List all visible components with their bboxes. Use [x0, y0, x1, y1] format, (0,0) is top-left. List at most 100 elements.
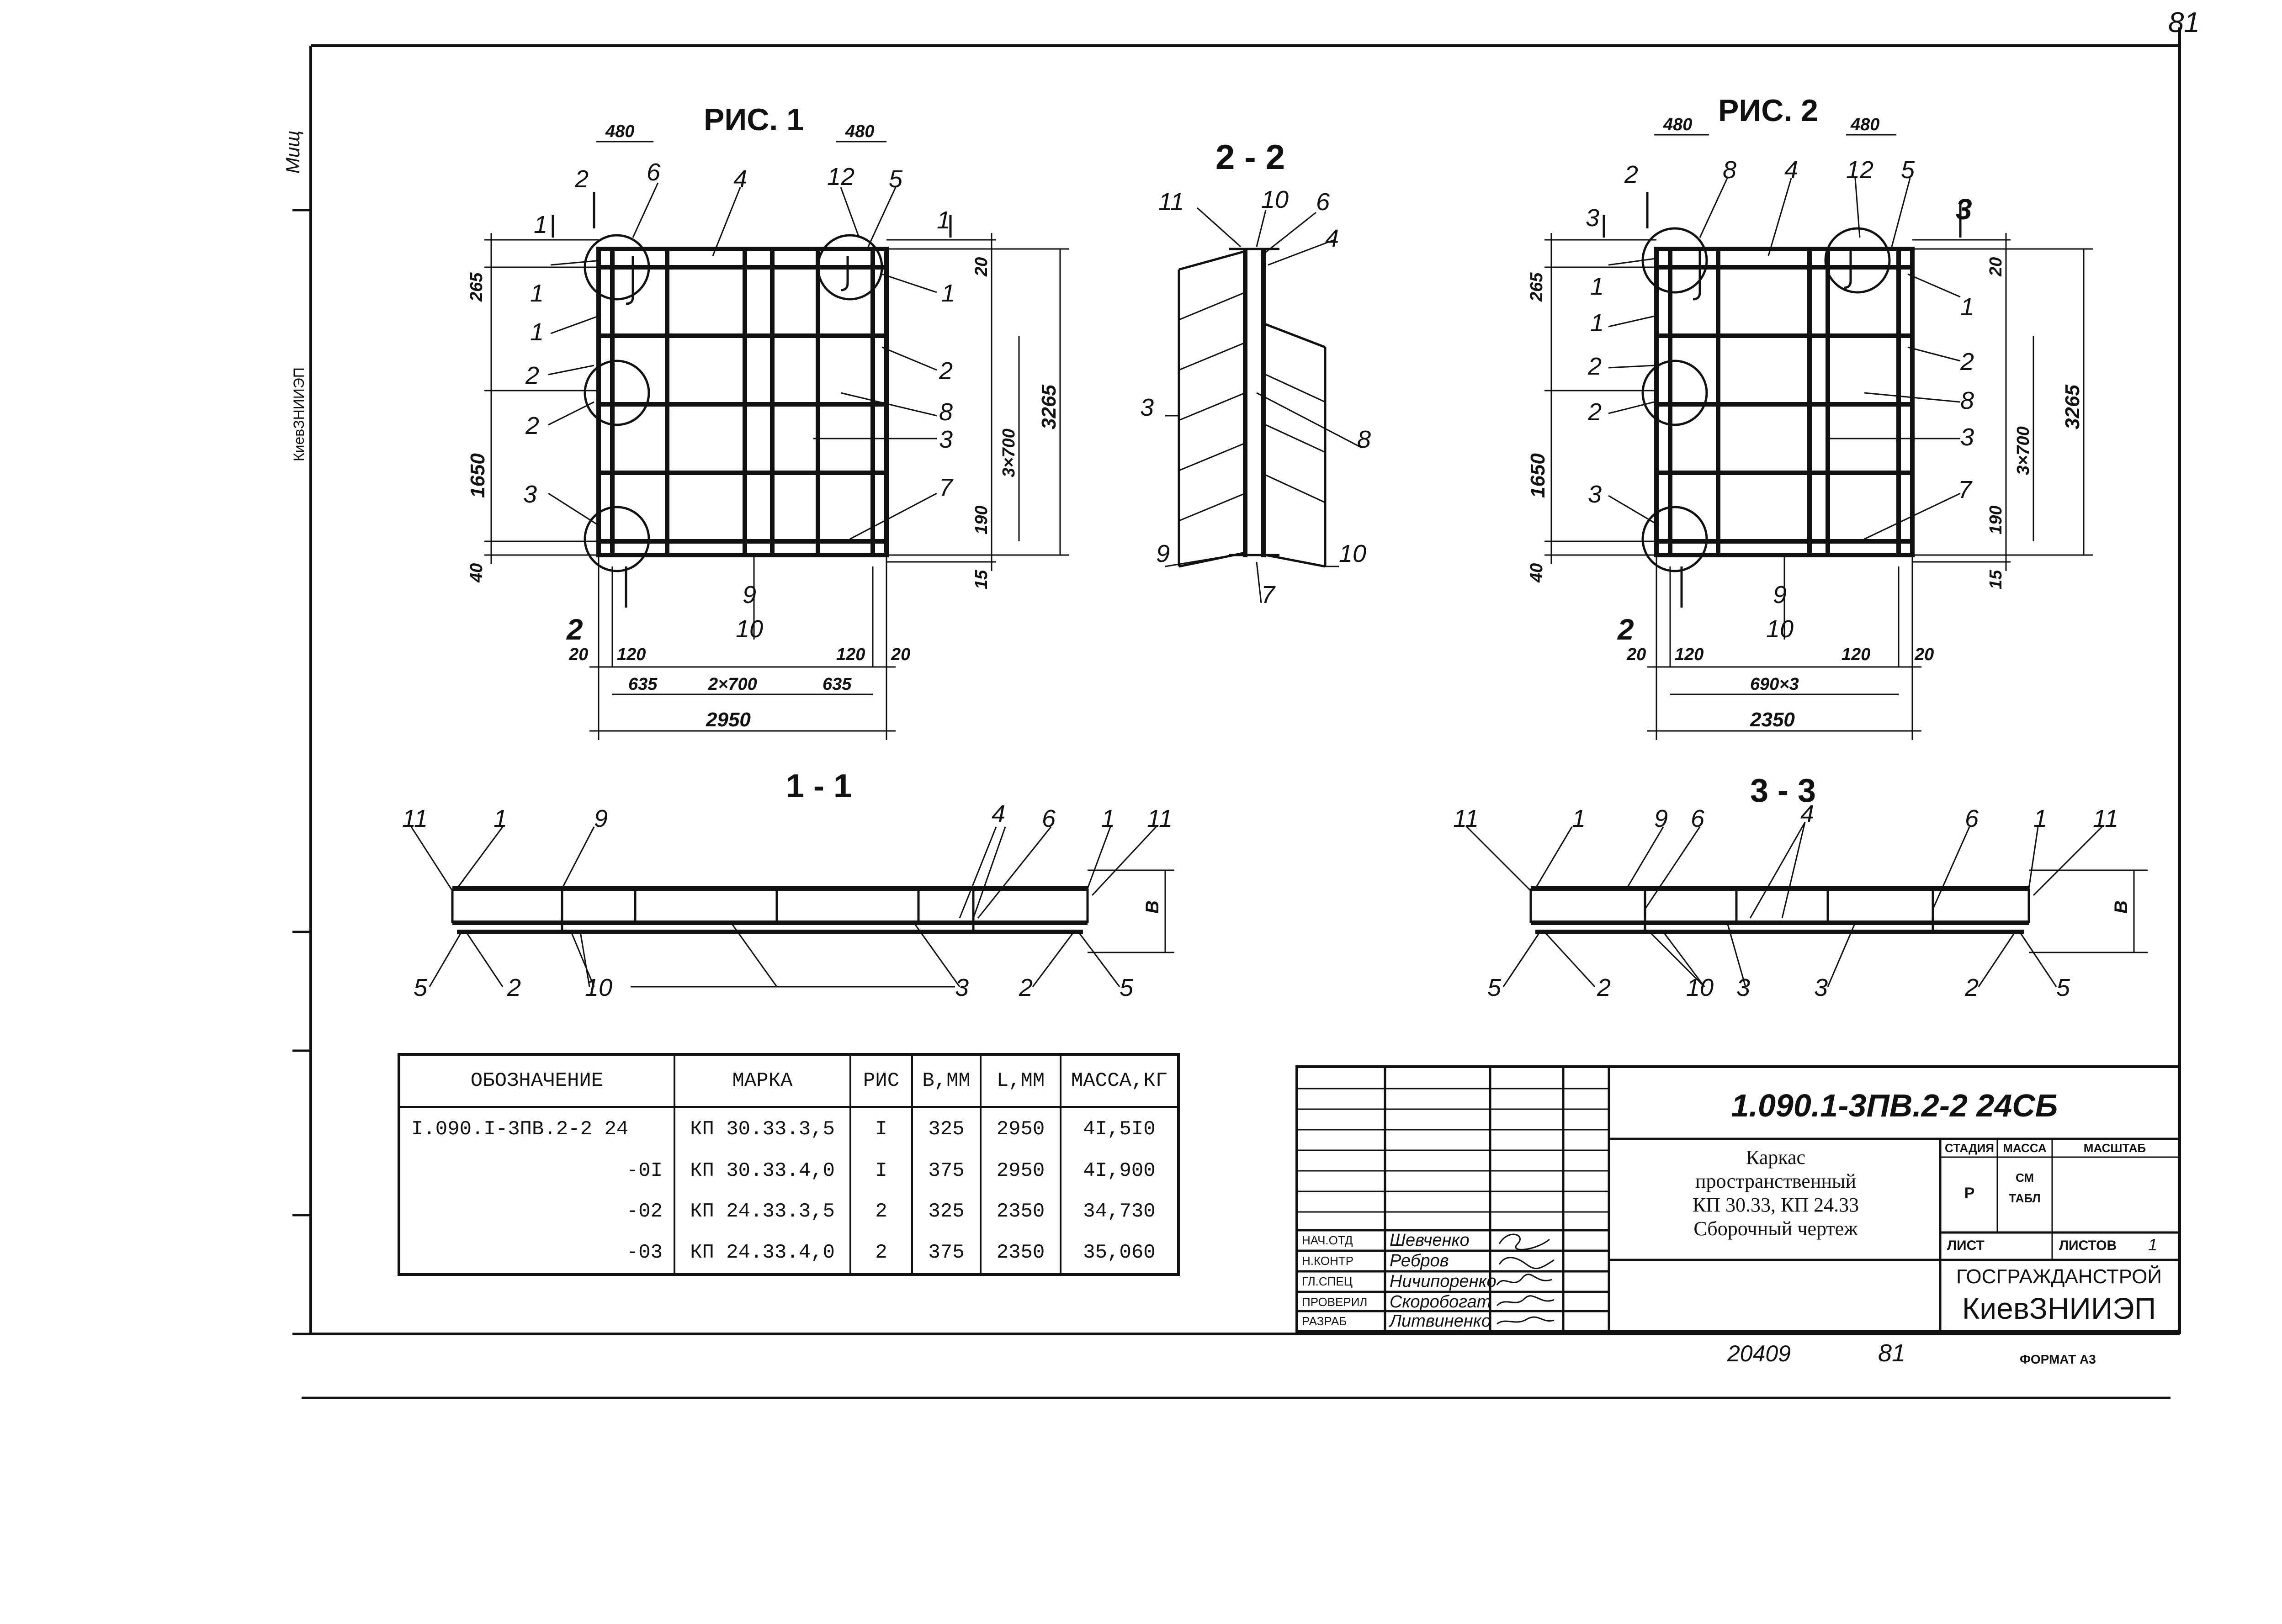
spec-cell: 2950 [980, 1150, 1061, 1191]
spec-col-fig: РИС [849, 1056, 912, 1108]
svg-text:1: 1 [530, 318, 544, 346]
figure-1-title: РИС. 1 [704, 102, 804, 137]
svg-text:1: 1 [941, 280, 955, 307]
svg-text:3: 3 [1960, 423, 1974, 451]
margin-signature: Мищ [282, 131, 303, 174]
spec-cell: 4I,5I0 [1060, 1107, 1177, 1150]
svg-text:11: 11 [1453, 805, 1479, 832]
figure-2: РИС. 2 [1527, 93, 2093, 740]
svg-text:2: 2 [1964, 974, 1979, 1001]
svg-text:3: 3 [1586, 204, 1599, 232]
spec-header-row: ОБОЗНАЧЕНИЕ МАРКА РИС B,ММ L,ММ МАССА,КГ [400, 1056, 1177, 1108]
margin-archive-text: КиевЗНИИЭП [291, 367, 307, 461]
svg-text:2: 2 [1617, 613, 1634, 646]
svg-text:2: 2 [1587, 398, 1602, 426]
fig1-dim-480b: 480 [845, 122, 874, 141]
fig1-dim-3265: 3265 [1038, 385, 1060, 429]
spec-cell: 2350 [980, 1232, 1061, 1273]
svg-text:8: 8 [1723, 156, 1736, 184]
spec-cell: I [849, 1107, 912, 1150]
svg-text:5: 5 [1120, 974, 1134, 1001]
signatures [1496, 1233, 1555, 1325]
section-3-3-title: 3 - 3 [1750, 772, 1816, 809]
svg-text:12: 12 [827, 163, 854, 190]
svg-text:5: 5 [1901, 156, 1915, 184]
fig1-dim-480a: 480 [605, 122, 634, 141]
svg-text:2: 2 [1019, 974, 1033, 1001]
scale-label: МАСШТАБ [2083, 1141, 2146, 1155]
fig1-dim-20a: 20 [568, 645, 588, 664]
fig2-dim-190: 190 [1986, 506, 2006, 534]
fig2-dim-265: 265 [1527, 272, 1546, 302]
svg-text:5: 5 [2056, 974, 2070, 1001]
signer-role: НАЧ.ОТД [1302, 1233, 1353, 1247]
document-name-line-3: КП 30.33, КП 24.33 [1692, 1194, 1859, 1216]
sec33-dim-b: B [2111, 900, 2131, 914]
spec-col-mark: МАРКА [674, 1056, 850, 1108]
fig1-dim-120a: 120 [617, 645, 646, 664]
corner-number: 81 [2168, 7, 2200, 38]
svg-text:7: 7 [1261, 581, 1276, 608]
fig1-dim-635b: 635 [823, 675, 852, 694]
svg-text:6: 6 [1691, 805, 1705, 832]
table-row: -02 КП 24.33.3,5 2 325 2350 34,730 [400, 1191, 1177, 1233]
svg-text:8: 8 [1960, 387, 1974, 414]
svg-text:1: 1 [530, 280, 544, 307]
fig2-dim-20b: 20 [1914, 645, 1934, 664]
fig1-dim-3x700: 3×700 [999, 428, 1019, 477]
svg-text:2: 2 [566, 613, 583, 646]
mass-value-2: ТАБЛ [2009, 1191, 2041, 1205]
spec-cell: I.090.I-3ПВ.2-2 24 [411, 1117, 629, 1141]
fig2-dim-120b: 120 [1842, 645, 1870, 664]
svg-text:1: 1 [1101, 805, 1115, 832]
svg-text:10: 10 [1339, 540, 1366, 567]
spec-cell: 4I,900 [1060, 1150, 1177, 1191]
sheets-label: ЛИСТОВ [2059, 1238, 2117, 1253]
svg-text:2: 2 [1960, 348, 1974, 376]
spec-col-l: L,ММ [980, 1056, 1061, 1108]
spec-col-b: B,ММ [911, 1056, 981, 1108]
document-name: Каркас пространственный КП 30.33, КП 24.… [1613, 1146, 1938, 1241]
svg-text:1: 1 [937, 206, 950, 234]
svg-text:2: 2 [507, 974, 521, 1001]
svg-text:10: 10 [585, 974, 612, 1001]
footer-inv-number: 20409 [1727, 1341, 1791, 1366]
section-1-1-title: 1 - 1 [786, 768, 852, 804]
spec-cell: -03 [626, 1241, 663, 1264]
fig2-dim-120a: 120 [1675, 645, 1704, 664]
spec-col-designation: ОБОЗНАЧЕНИЕ [400, 1056, 674, 1108]
document-code: 1.090.1-3ПВ.2-2 24СБ [1731, 1088, 2058, 1123]
spec-cell: 35,060 [1060, 1232, 1177, 1273]
svg-text:3: 3 [1140, 394, 1154, 421]
fig1-dim-2x700: 2×700 [708, 675, 757, 694]
svg-text:11: 11 [402, 805, 428, 832]
fig1-dim-20b: 20 [891, 645, 910, 664]
svg-text:9: 9 [1156, 540, 1170, 567]
fig2-dim-3265: 3265 [2061, 385, 2084, 429]
spec-cell: 325 [911, 1107, 981, 1150]
svg-text:11: 11 [1147, 805, 1173, 832]
svg-text:9: 9 [1654, 805, 1668, 832]
svg-text:1: 1 [494, 805, 507, 832]
stage-label: СТАДИЯ [1944, 1141, 1994, 1155]
table-row: -0I КП 30.33.4,0 I 375 2950 4I,900 [400, 1150, 1177, 1191]
spec-col-mass: МАССА,КГ [1060, 1056, 1177, 1108]
svg-text:7: 7 [939, 474, 954, 501]
document-name-line-2: пространственный [1695, 1170, 1857, 1192]
svg-text:3: 3 [1814, 974, 1828, 1001]
signer-role: ГЛ.СПЕЦ [1302, 1275, 1353, 1288]
fig1-dim-2950: 2950 [706, 709, 751, 731]
spec-cell: 375 [911, 1150, 981, 1191]
fig1-dim-40: 40 [467, 563, 486, 583]
svg-text:10: 10 [736, 615, 763, 643]
spec-cell: КП 30.33.3,5 [674, 1107, 850, 1150]
spec-cell: -0I [626, 1159, 663, 1182]
document-name-line-4: Сборочный чертеж [1693, 1217, 1858, 1240]
fig1-dim-265: 265 [467, 272, 486, 302]
svg-text:1: 1 [1590, 309, 1604, 337]
signer-name: Ничипоренко [1390, 1272, 1497, 1291]
signer-role: ПРОВЕРИЛ [1302, 1295, 1368, 1309]
